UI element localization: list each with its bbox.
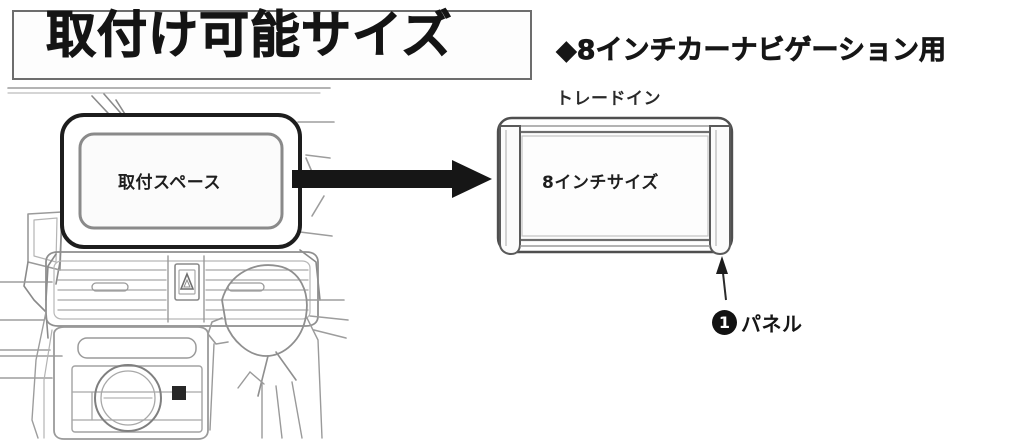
callout-number-badge: 1 xyxy=(712,310,737,335)
hazard-switch-icon xyxy=(174,263,200,301)
trade-in-panel xyxy=(496,116,734,256)
transfer-arrow xyxy=(292,160,492,198)
install-space-label: 取付スペース xyxy=(118,173,221,193)
trade-in-caption: トレードイン xyxy=(556,89,661,109)
panel-callout: 1 パネル xyxy=(712,308,803,337)
panel-size-label: 8インチサイズ xyxy=(542,173,659,193)
page-title: 取付け可能サイズ xyxy=(45,5,453,64)
indicator-square xyxy=(172,386,186,400)
title-box xyxy=(12,10,532,80)
callout-leader-line xyxy=(716,256,728,301)
callout-label: パネル xyxy=(741,312,803,336)
section-heading: ◆8インチカーナビゲーション用 xyxy=(556,35,947,67)
